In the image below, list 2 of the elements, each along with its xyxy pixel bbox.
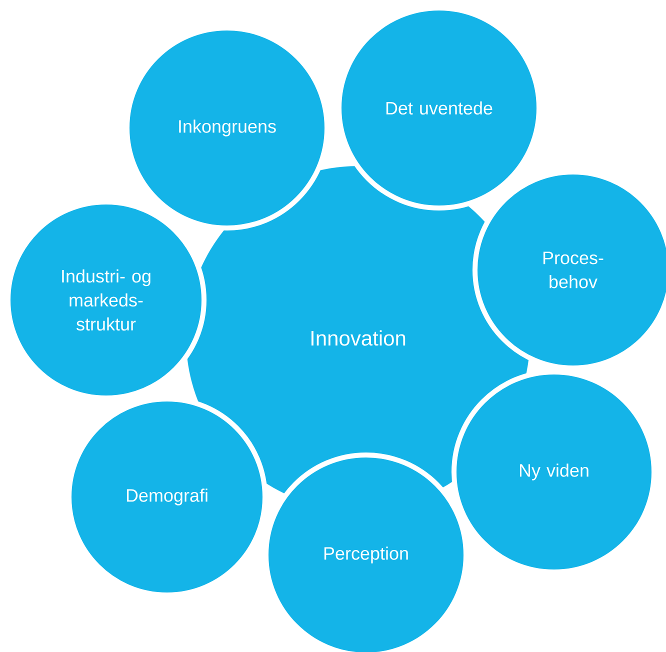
node-label: Proces-behov — [543, 252, 604, 288]
node-label: Perception — [324, 546, 408, 564]
